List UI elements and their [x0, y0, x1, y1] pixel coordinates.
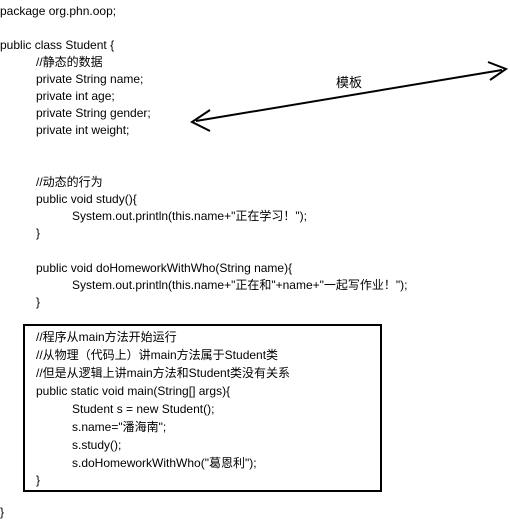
field-name: private String name; [36, 72, 144, 86]
main-method-close: } [36, 473, 41, 487]
homework-method-body: System.out.println(this.name+"正在和"+name+… [72, 278, 408, 292]
field-gender: private String gender; [36, 106, 151, 120]
study-method-declaration: public void study(){ [36, 192, 137, 206]
homework-method-declaration: public void doHomeworkWithWho(String nam… [36, 261, 293, 275]
comment-dynamic-behavior: //动态的行为 [36, 175, 103, 189]
main-method-declaration: public static void main(String[] args){ [36, 384, 231, 398]
field-weight: private int weight; [36, 123, 130, 137]
main-comment-2: //从物理（代码上）讲main方法属于Student类 [36, 348, 279, 362]
main-comment-3: //但是从逻辑上讲main方法和Student类没有关系 [36, 366, 291, 380]
class-close: } [0, 505, 5, 519]
package-declaration: package org.phn.oop; [0, 4, 117, 18]
study-method-close: } [36, 226, 41, 240]
main-set-name: s.name="潘海南"; [72, 420, 167, 434]
main-call-study: s.study(); [72, 438, 122, 452]
main-method-box [23, 324, 382, 492]
main-comment-1: //程序从main方法开始运行 [36, 330, 177, 344]
study-method-body: System.out.println(this.name+"正在学习！"); [72, 209, 307, 223]
main-call-homework: s.doHomeworkWithWho("葛恩利"); [72, 456, 257, 470]
homework-method-close: } [36, 295, 41, 309]
main-new-student: Student s = new Student(); [72, 402, 215, 416]
field-age: private int age; [36, 89, 115, 103]
comment-static-data: //静态的数据 [36, 55, 103, 69]
class-declaration: public class Student { [0, 38, 115, 52]
template-label: 模板 [336, 75, 363, 90]
